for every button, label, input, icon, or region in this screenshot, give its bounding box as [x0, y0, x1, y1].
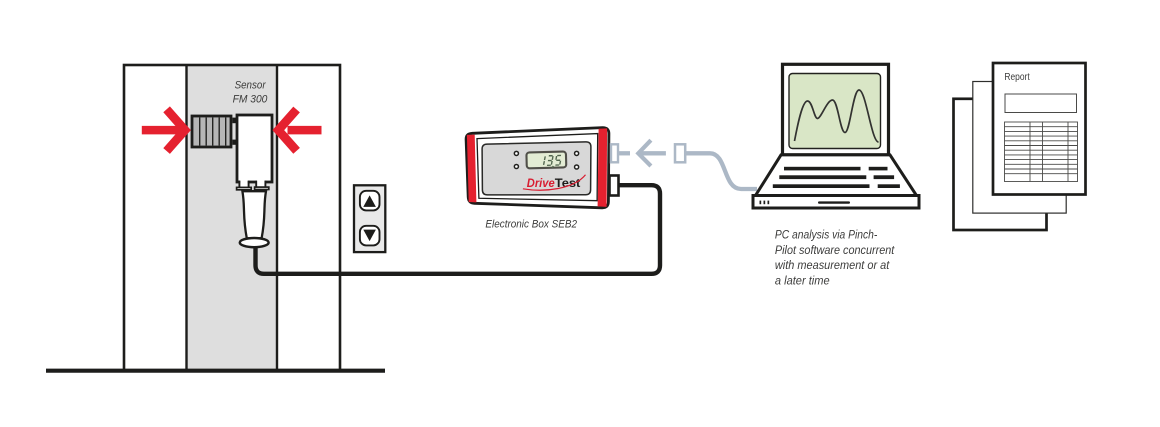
svg-text:a later time: a later time: [775, 273, 830, 287]
svg-text:with measurement or at: with measurement or at: [775, 258, 890, 272]
svg-text:FM 300: FM 300: [233, 94, 269, 106]
svg-text:Test: Test: [555, 176, 581, 190]
svg-text:Report: Report: [1004, 72, 1029, 83]
svg-text:Sensor: Sensor: [235, 80, 267, 92]
svg-text:PC analysis via Pinch-: PC analysis via Pinch-: [775, 228, 877, 242]
svg-text:Pilot software concurrent: Pilot software concurrent: [775, 243, 895, 257]
svg-text:Drive: Drive: [527, 176, 555, 190]
svg-text:Electronic Box SEB2: Electronic Box SEB2: [485, 219, 577, 231]
